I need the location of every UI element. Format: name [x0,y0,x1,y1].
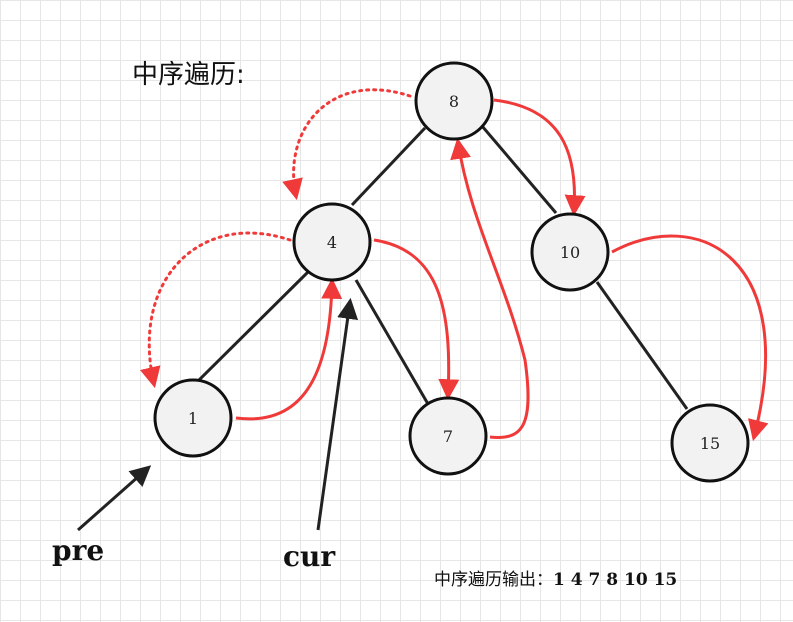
pre-label: pre [52,534,104,567]
arrow-7-to-8 [450,137,530,439]
node-4-circle [292,202,372,282]
edge-4-1 [193,270,310,386]
dotted-4-to-1 [140,231,292,389]
dotted-8-to-4 [282,88,412,201]
diagram-title: 中序遍历: [132,60,245,90]
tree-nodes: 8 4 10 1 7 15 [153,61,750,483]
edge-8-4 [350,126,427,207]
traversal-arrows [235,98,769,442]
tree-edges [193,125,689,410]
edge-4-7 [354,279,430,405]
cur-label: cur [283,540,336,573]
edge-8-10 [480,125,558,214]
arrow-1-to-4 [235,277,343,421]
node-8-circle [414,61,494,141]
node-7-circle [408,396,488,476]
arrow-4-to-7 [373,238,460,401]
output-label: 中序遍历输出： [434,570,553,590]
output-sequence: 1 4 7 8 10 15 [553,570,677,590]
arrow-8-to-10 [493,98,586,217]
traversal-output: 中序遍历输出：1 4 7 8 10 15 [434,570,677,590]
node-10-circle [530,212,610,292]
node-4-label: 4 [327,233,337,252]
node-15-label: 15 [700,434,720,453]
node-1-circle [153,378,233,458]
node-15-circle [670,403,750,483]
pointer-arrows [77,297,359,532]
arrow-10-to-15 [611,234,769,442]
node-8-label: 8 [449,92,459,111]
edge-10-15 [595,281,689,410]
node-8: 8 [414,61,494,141]
node-7-label: 7 [443,427,453,446]
node-10-label: 10 [560,243,580,262]
cur-arrow [316,297,359,531]
node-1: 1 [153,378,233,458]
node-7: 7 [408,396,488,476]
dotted-links [140,88,412,389]
pre-arrow [77,465,152,532]
node-4: 4 [292,202,372,282]
node-1-label: 1 [188,409,198,428]
node-10: 10 [530,212,610,292]
node-15: 15 [670,403,750,483]
